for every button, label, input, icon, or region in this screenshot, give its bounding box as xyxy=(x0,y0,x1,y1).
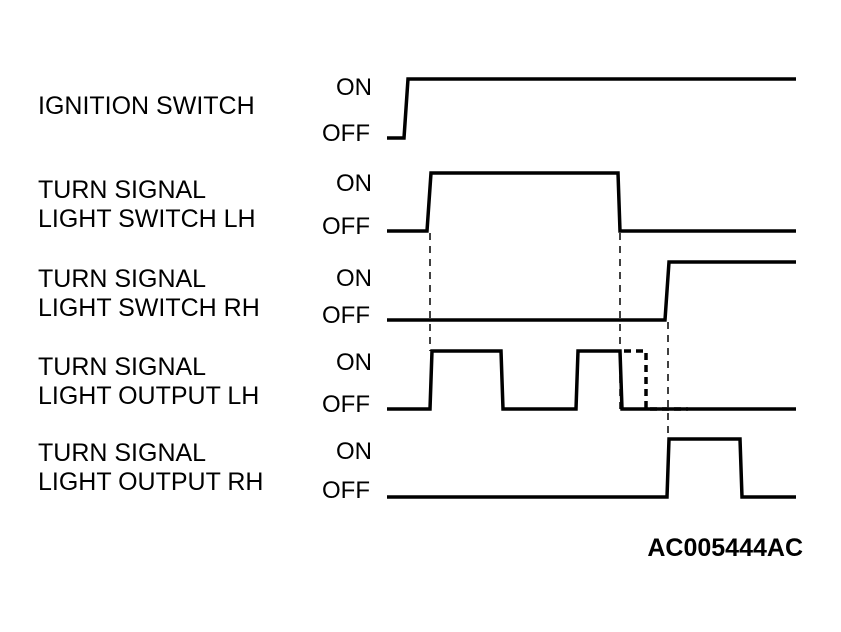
rh-output-off-label: OFF xyxy=(322,477,370,504)
lh-switch-label-line1: TURN SIGNAL xyxy=(38,176,206,204)
lh-output-off-label: OFF xyxy=(322,391,370,418)
lh-switch-off-label: OFF xyxy=(322,213,370,240)
rh-switch-waveform xyxy=(387,260,796,322)
rh-output-on-label: ON xyxy=(336,438,372,465)
rh-output-label-line2: LIGHT OUTPUT RH xyxy=(38,468,264,496)
ignition-switch-waveform xyxy=(387,77,796,140)
ignition-on-label: ON xyxy=(336,74,372,101)
ignition-off-label: OFF xyxy=(322,120,370,147)
lh-switch-waveform xyxy=(387,171,796,233)
lh-switch-on-label: ON xyxy=(336,170,372,197)
rh-output-waveform xyxy=(387,437,796,499)
rh-switch-off-label: OFF xyxy=(322,302,370,329)
lh-output-label-line1: TURN SIGNAL xyxy=(38,353,206,381)
rh-output-label-line1: TURN SIGNAL xyxy=(38,439,206,467)
lh-output-on-label: ON xyxy=(336,349,372,376)
lh-output-label-line2: LIGHT OUTPUT LH xyxy=(38,382,259,410)
figure-code: AC005444AC xyxy=(647,534,803,562)
rh-switch-on-label: ON xyxy=(336,265,372,292)
lh-output-waveform xyxy=(387,349,796,411)
lh-output-dashed-extension xyxy=(624,349,688,411)
lh-switch-label-line2: LIGHT SWITCH LH xyxy=(38,205,256,233)
rh-switch-label-line1: TURN SIGNAL xyxy=(38,265,206,293)
ignition-switch-label: IGNITION SWITCH xyxy=(38,92,255,120)
rh-switch-label-line2: LIGHT SWITCH RH xyxy=(38,294,260,322)
